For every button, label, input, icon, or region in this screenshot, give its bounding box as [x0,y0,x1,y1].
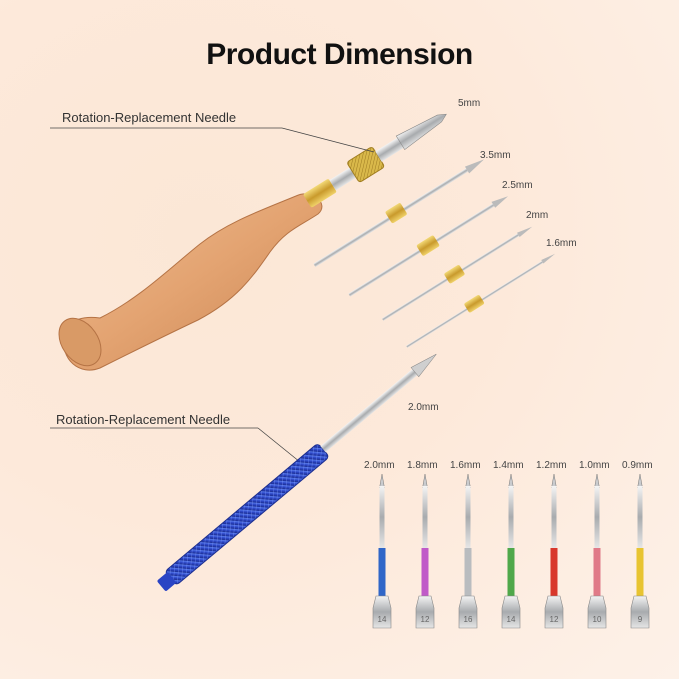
top-needle-label: Rotation-Replacement Needle [62,110,237,125]
needle-gauge-mark: 14 [507,615,516,624]
needle-5: 12 [544,473,564,629]
brass-thread [303,179,337,208]
wood-handle [63,193,323,371]
blue-punch-needle [157,353,437,591]
needle-gauge-mark: 10 [593,615,602,624]
size-label: 5mm [458,98,481,109]
needle-gauge-mark: 12 [421,615,430,624]
needle-7: 9 [630,473,650,629]
needle-3: 16 [458,473,478,629]
needle-6: 10 [587,473,607,629]
needle-tip [395,113,447,151]
needle-color-sleeve [636,548,644,596]
needle-color-sleeve [421,548,429,596]
size-label: 2.5mm [502,180,533,191]
size-label: 2mm [526,210,549,221]
needle-size-label: 1.0mm [579,460,610,471]
bottom-needle-label: Rotation-Replacement Needle [56,412,231,427]
needle-color-sleeve [593,548,601,596]
needle-gauge-mark: 16 [464,615,473,624]
needle-color-sleeve [507,548,515,596]
spare-needles [313,159,556,348]
needle-color-sleeve [464,548,472,596]
needle-set: 14 12 16 14 12 10 9 [372,473,650,629]
size-label: 1.6mm [546,238,577,249]
needle-4: 14 [501,473,521,629]
needle-2: 12 [415,473,435,629]
needle-size-label: 1.4mm [493,460,524,471]
needle-gauge-mark: 12 [550,615,559,624]
size-label: 3.5mm [480,150,511,161]
size-label: 2.0mm [408,402,439,413]
handle-end-cap [58,317,102,367]
needle-size-label: 1.2mm [536,460,567,471]
needle-1: 14 [372,473,392,629]
needle-color-sleeve [550,548,558,596]
needle-color-sleeve [378,548,386,596]
blue-knurled-handle [165,444,329,585]
needle-size-label: 0.9mm [622,460,653,471]
needle-size-label: 2.0mm [364,460,395,471]
needle-gauge-mark: 14 [378,615,387,624]
needle-size-label: 1.8mm [407,460,438,471]
wooden-punch-needle [58,113,447,371]
page-title: Product Dimension [206,38,473,71]
needle-size-label: 1.6mm [450,460,481,471]
needle-gauge-mark: 9 [638,615,643,624]
